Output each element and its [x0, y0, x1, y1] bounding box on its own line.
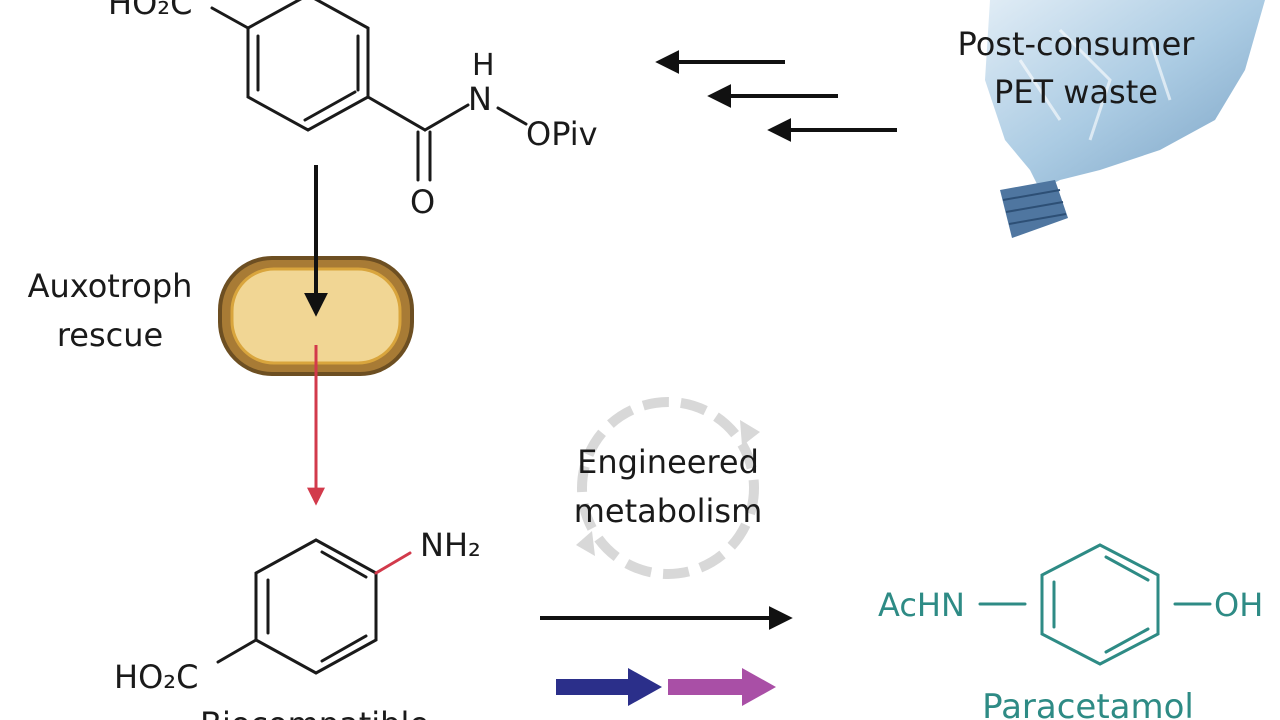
paba-caption: Biocompatible [200, 705, 429, 720]
top-nh-atom: N [468, 80, 492, 118]
paba-acid-group: HO₂C [114, 658, 198, 696]
enzyme-step-arrows [556, 668, 776, 706]
paracetamol-oh: OH [1214, 586, 1263, 624]
top-carbonyl-o: O [410, 183, 435, 221]
cell-label-line2: rescue [57, 316, 163, 354]
paracetamol-name: Paracetamol [982, 687, 1194, 720]
metabolism-cycle-icon [576, 397, 760, 579]
paba-amine: NH₂ [420, 526, 481, 564]
top-h-atom: H [472, 48, 495, 83]
enzyme-arrow-blue [556, 668, 662, 706]
top-acid-group: HO₂C [108, 0, 192, 22]
enzyme-arrow-purple [668, 668, 776, 706]
pet-to-substrate-arrows [655, 50, 897, 142]
paracetamol-achn: AcHN [878, 586, 965, 624]
engineered-label-line1: Engineered [577, 443, 759, 481]
paba-molecule [216, 538, 412, 675]
engineered-label-line2: metabolism [574, 492, 763, 530]
pet-bottle-image [985, 0, 1265, 238]
paracetamol-molecule [978, 543, 1212, 666]
cell-label-line1: Auxotroph [28, 267, 193, 305]
pet-label-line1: Post-consumer [958, 25, 1196, 63]
top-opiv-group: OPiv [526, 115, 598, 153]
top-molecule [210, 0, 528, 182]
pet-label-line2: PET waste [994, 73, 1158, 111]
